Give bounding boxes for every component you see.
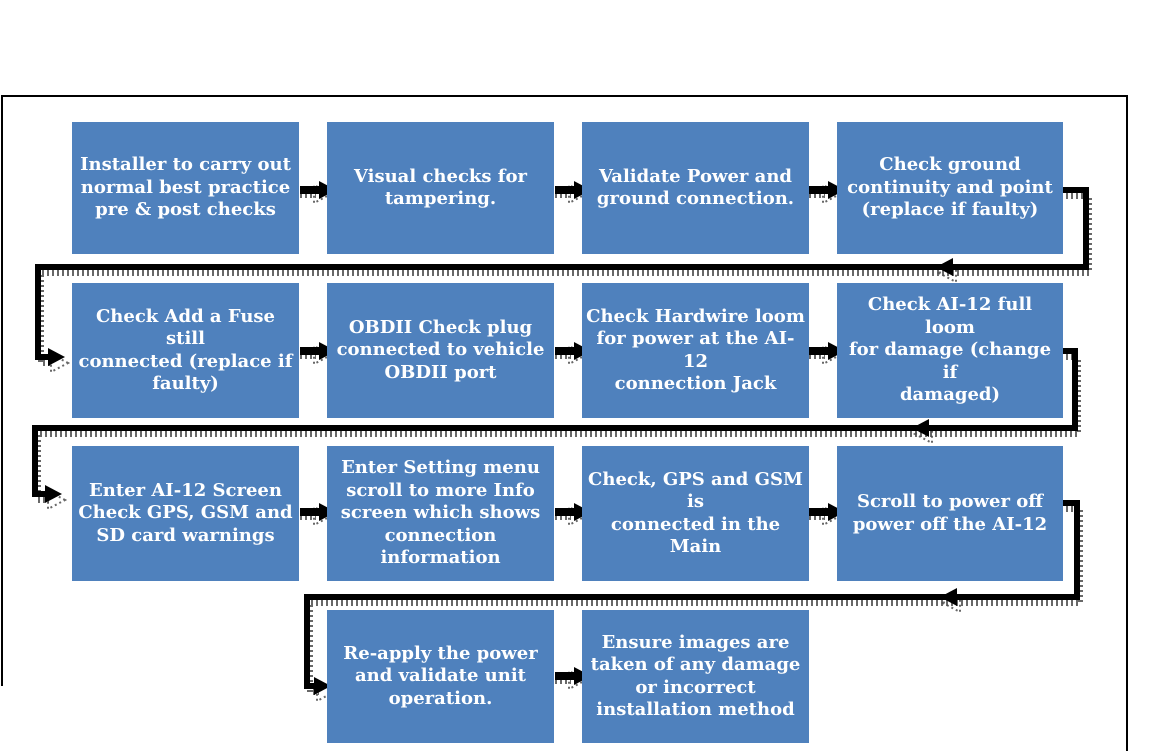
flow-step-9: Enter AI-12 Screen Check GPS, GSM and SD… [72,446,299,581]
flow-step-10: Enter Setting menu scroll to more Info s… [327,446,554,581]
flow-step-3: Validate Power and ground connection. [582,122,809,254]
frame-border-top [1,95,1128,97]
flow-step-7: Check Hardwire loom for power at the AI-… [582,283,809,418]
flow-step-13: Re-apply the power and validate unit ope… [327,610,554,743]
frame-border-left [1,95,3,686]
flow-step-14: Ensure images are taken of any damage or… [582,610,809,743]
frame-border-right [1126,95,1128,751]
flow-step-5: Check Add a Fuse still connected (replac… [72,283,299,418]
flow-step-11: Check, GPS and GSM is connected in the M… [582,446,809,581]
flow-step-2: Visual checks for tampering. [327,122,554,254]
flow-step-1: Installer to carry out normal best pract… [72,122,299,254]
flow-step-12: Scroll to power off power off the AI-12 [837,446,1063,581]
flow-step-4: Check ground continuity and point (repla… [837,122,1063,254]
flow-step-8: Check AI-12 full loom for damage (change… [837,283,1063,418]
flow-step-6: OBDII Check plug connected to vehicle OB… [327,283,554,418]
